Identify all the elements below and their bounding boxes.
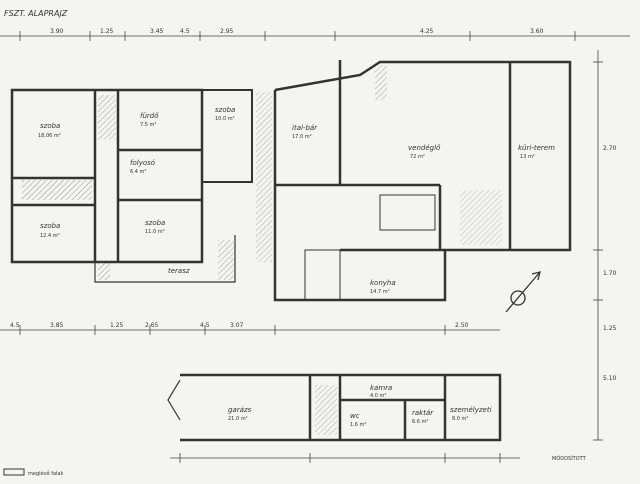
room-szoba-4-area: 11.0 m²: [145, 229, 165, 235]
room-kuriterem-name: küri-terem: [518, 144, 555, 152]
storage-room: [304, 249, 341, 301]
terrace-step: [98, 262, 110, 280]
revision-note: MÓDOSÍTOTT: [552, 455, 587, 462]
mid-dim-2: 3.85: [50, 322, 64, 329]
terrace-stair: [218, 240, 234, 280]
mid-dim-5: 4.5: [200, 322, 210, 329]
top-dimension-line: [0, 31, 630, 41]
room-konyha-name: konyha: [370, 279, 396, 287]
room-folyoso-name: folyosó: [130, 159, 156, 167]
bath-fixtures: [98, 95, 116, 140]
room-vendeglo-name: vendéglő: [408, 143, 441, 152]
mid-dim-1: 4.5: [10, 322, 20, 329]
mid-dim-6: 3.07: [230, 322, 244, 329]
room-wc-name: wc: [350, 412, 360, 420]
room-szoba-3-name: szoba: [215, 106, 235, 114]
legend-text: meglévő falak: [28, 470, 63, 477]
restaurant-block: [273, 60, 572, 302]
room-garazs-area: 21.0 m²: [228, 416, 248, 422]
room-szoba-2-name: szoba: [40, 222, 60, 230]
garage-door: [167, 379, 181, 421]
top-dim-6: 4.25: [420, 28, 434, 35]
right-dim-3: 1.25: [603, 325, 617, 332]
room-italbar-name: ital-bár: [292, 124, 318, 132]
stair-hatch: [22, 180, 92, 200]
top-dim-3: 3.45: [150, 28, 164, 35]
room-szoba-4-name: szoba: [145, 219, 165, 227]
wc-fixtures: [460, 190, 502, 245]
room-folyoso-area: 6.4 m²: [130, 169, 146, 175]
room-szoba-1-area: 18.06 m²: [38, 133, 61, 139]
top-dim-2: 1.25: [100, 28, 114, 35]
room-vendeglo-area: 72 m²: [410, 154, 425, 160]
room-furdo-area: 7.5 m²: [140, 122, 156, 128]
room-szemelyzet-area: 8.0 m²: [452, 416, 468, 422]
north-arrow-icon: [505, 271, 541, 313]
mid-dim-3: 1.25: [110, 322, 124, 329]
room-szoba-1-name: szoba: [40, 122, 60, 130]
room-italbar-area: 17.0 m²: [292, 134, 312, 140]
wall-section-hatch: [256, 92, 272, 262]
room-szemelyzet-name: személyzeti: [450, 406, 492, 414]
top-dim-5: 2.95: [220, 28, 234, 35]
kitchen-equipment: [379, 194, 436, 231]
bottom-dimension-line: [170, 453, 520, 463]
right-dim-4: 5.10: [603, 375, 617, 382]
room-konyha-area: 14.7 m²: [370, 289, 390, 295]
room-furdo-name: fürdő: [140, 111, 159, 120]
room-garazs-name: garázs: [228, 406, 252, 414]
top-dim-7: 3.60: [530, 28, 544, 35]
house-east-wing: [201, 89, 253, 183]
room-raktar-area: 6.6 m²: [412, 419, 428, 425]
mid-dimension-line: [0, 325, 500, 335]
service-block: [180, 373, 502, 442]
right-dim-2: 1.70: [603, 270, 617, 277]
room-raktar-name: raktár: [412, 409, 434, 417]
mid-dim-4: 2.65: [145, 322, 159, 329]
room-terasz-name: terasz: [168, 267, 190, 275]
sheet-title: FSZT. ALAPRAJZ: [4, 9, 68, 18]
bar-counter: [375, 65, 387, 100]
top-dim-4: 4.5: [180, 28, 190, 35]
room-szoba-2-area: 12.4 m²: [40, 233, 60, 239]
service-shaft: [315, 385, 337, 435]
legend-swatch: [3, 468, 25, 476]
mid-dim-7: 2.50: [455, 322, 469, 329]
room-kuriterem-area: 13 m²: [520, 154, 535, 160]
room-wc-area: 1.6 m²: [350, 422, 366, 428]
room-szoba-3-area: 10.0 m²: [215, 116, 235, 122]
right-dim-1: 2.70: [603, 145, 617, 152]
room-kamra-area: 4.0 m²: [370, 393, 386, 399]
terrace: [94, 235, 236, 283]
right-dimension-line: [593, 50, 603, 441]
top-dim-1: 3.90: [50, 28, 64, 35]
room-kamra-name: kamra: [370, 384, 392, 392]
